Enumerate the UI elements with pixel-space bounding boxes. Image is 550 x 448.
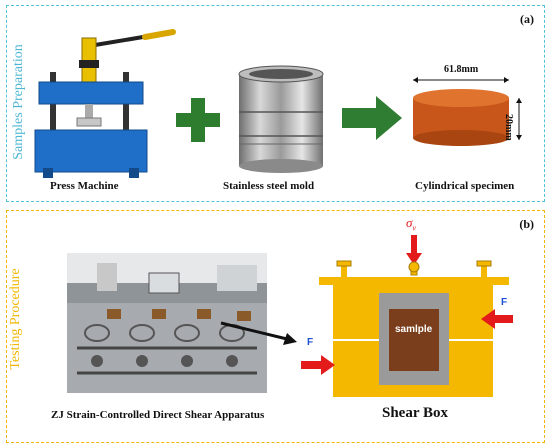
panel-b-side-label: Testing Procedure (8, 268, 23, 370)
panel-a-letter: (a) (520, 12, 534, 26)
right-arrow-icon (342, 96, 402, 140)
cylindrical-specimen-caption: Cylindrical specimen (415, 180, 515, 192)
pointer-arrow (220, 321, 297, 345)
press-machine-caption: Press Machine (50, 180, 119, 192)
shear-box-diagram (301, 235, 513, 397)
sample-label: samlple (395, 324, 433, 335)
left-force-label: F (307, 337, 314, 348)
press-machine-illustration (34, 29, 176, 178)
right-force-label: F (501, 297, 508, 308)
panel-a-side-label: Samples Preparation (11, 44, 26, 160)
normal-stress-label: σv (406, 215, 416, 233)
apparatus-caption: ZJ Strain-Controlled Direct Shear Appara… (51, 409, 265, 421)
shear-box-caption: Shear Box (382, 405, 448, 421)
plus-icon (176, 98, 220, 142)
cylindrical-specimen-illustration (413, 77, 522, 146)
height-label: 20mm (503, 114, 514, 141)
samples-preparation-panel: Samples Preparation (a) Press Machine (6, 5, 545, 202)
stainless-steel-mold-caption: Stainless steel mold (223, 180, 315, 192)
testing-procedure-panel: Testing Procedure (b) (6, 210, 545, 443)
panel-b-letter: (b) (519, 217, 534, 231)
stainless-steel-mold-illustration (238, 65, 324, 173)
normal-stress-symbol: σ (406, 215, 413, 230)
direct-shear-apparatus-photo (67, 253, 267, 393)
diameter-label: 61.8mm (444, 64, 479, 75)
normal-stress-subscript: v (412, 223, 416, 233)
